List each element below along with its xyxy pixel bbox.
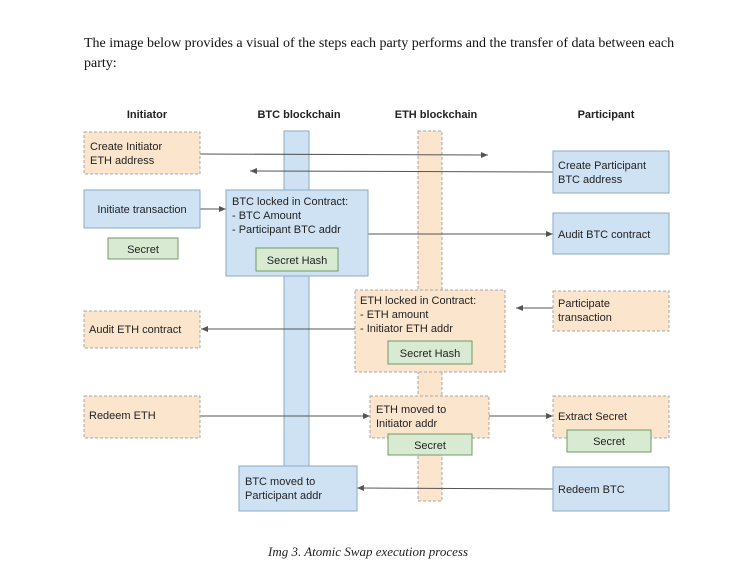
svg-text:Create Initiator: Create Initiator	[90, 141, 162, 153]
header-initiator: Initiator	[127, 109, 168, 121]
box-participate-transaction: Participate transaction	[552, 290, 670, 332]
box-redeem-btc: Redeem BTC	[552, 466, 670, 512]
svg-text:BTC locked in Contract:: BTC locked in Contract:	[232, 196, 348, 208]
box-eth-locked-in-contract: ETH locked in Contract: - ETH amount - I…	[354, 289, 506, 373]
box-btc-moved-to-participant: BTC moved to Participant addr	[238, 465, 358, 512]
figure-caption: Img 3. Atomic Swap execution process	[267, 544, 468, 559]
box-secret-participant: Secret	[566, 429, 652, 453]
box-initiate-transaction: Initiate transaction	[83, 189, 201, 229]
box-create-initiator-eth-address: Create Initiator ETH address	[83, 131, 201, 175]
box-secret-initiator: Secret	[107, 237, 179, 260]
svg-text:Participate: Participate	[558, 298, 610, 310]
svg-text:ETH address: ETH address	[90, 155, 155, 167]
header-participant: Participant	[578, 109, 635, 121]
svg-text:Secret: Secret	[127, 244, 159, 256]
svg-text:Audit ETH contract: Audit ETH contract	[89, 324, 181, 336]
svg-text:ETH moved to: ETH moved to	[376, 404, 446, 416]
box-eth-secret-hash: Secret Hash	[387, 340, 473, 365]
svg-text:BTC address: BTC address	[558, 174, 623, 186]
box-eth-moved-to-initiator: ETH moved to Initiator addr	[369, 395, 490, 439]
svg-text:transaction: transaction	[558, 312, 612, 324]
svg-text:Redeem BTC: Redeem BTC	[558, 484, 625, 496]
box-audit-btc-contract: Audit BTC contract	[552, 212, 670, 255]
svg-text:Extract Secret: Extract Secret	[558, 411, 627, 423]
box-btc-locked-in-contract: BTC locked in Contract: - BTC Amount - P…	[225, 189, 369, 277]
svg-text:BTC moved to: BTC moved to	[245, 476, 315, 488]
arrow-initiator-to-participant	[199, 151, 489, 158]
box-create-participant-btc-address: Create Participant BTC address	[552, 150, 670, 194]
svg-text:ETH locked in Contract:: ETH locked in Contract:	[360, 295, 476, 307]
box-btc-secret-hash: Secret Hash	[255, 247, 339, 272]
box-eth-secret: Secret	[387, 433, 473, 456]
svg-text:Secret Hash: Secret Hash	[267, 255, 328, 267]
svg-text:Create Participant: Create Participant	[558, 160, 646, 172]
svg-text:Initiator addr: Initiator addr	[376, 418, 437, 430]
btc-blockchain-column	[283, 130, 310, 492]
header-eth-blockchain: ETH blockchain	[395, 109, 478, 121]
svg-text:Participant addr: Participant addr	[245, 490, 322, 502]
box-redeem-eth: Redeem ETH	[83, 395, 201, 439]
svg-text:- BTC Amount: - BTC Amount	[232, 210, 301, 222]
svg-text:- Participant BTC addr: - Participant BTC addr	[232, 224, 341, 236]
svg-text:Initiate transaction: Initiate transaction	[97, 204, 186, 216]
svg-text:- ETH amount: - ETH amount	[360, 309, 428, 321]
header-btc-blockchain: BTC blockchain	[257, 109, 340, 121]
svg-text:Secret: Secret	[593, 436, 625, 448]
arrow-participant-to-initiator	[249, 168, 554, 175]
svg-text:Secret Hash: Secret Hash	[400, 348, 461, 360]
svg-text:- Initiator ETH addr: - Initiator ETH addr	[360, 323, 453, 335]
svg-text:Redeem ETH: Redeem ETH	[89, 410, 156, 422]
svg-text:Audit BTC contract: Audit BTC contract	[558, 229, 650, 241]
intro-text: The image below provides a visual of the…	[84, 36, 675, 71]
svg-text:Secret: Secret	[414, 440, 446, 452]
box-audit-eth-contract: Audit ETH contract	[83, 310, 201, 349]
arrow-redeem-btc-to-btc-moved	[356, 485, 554, 492]
